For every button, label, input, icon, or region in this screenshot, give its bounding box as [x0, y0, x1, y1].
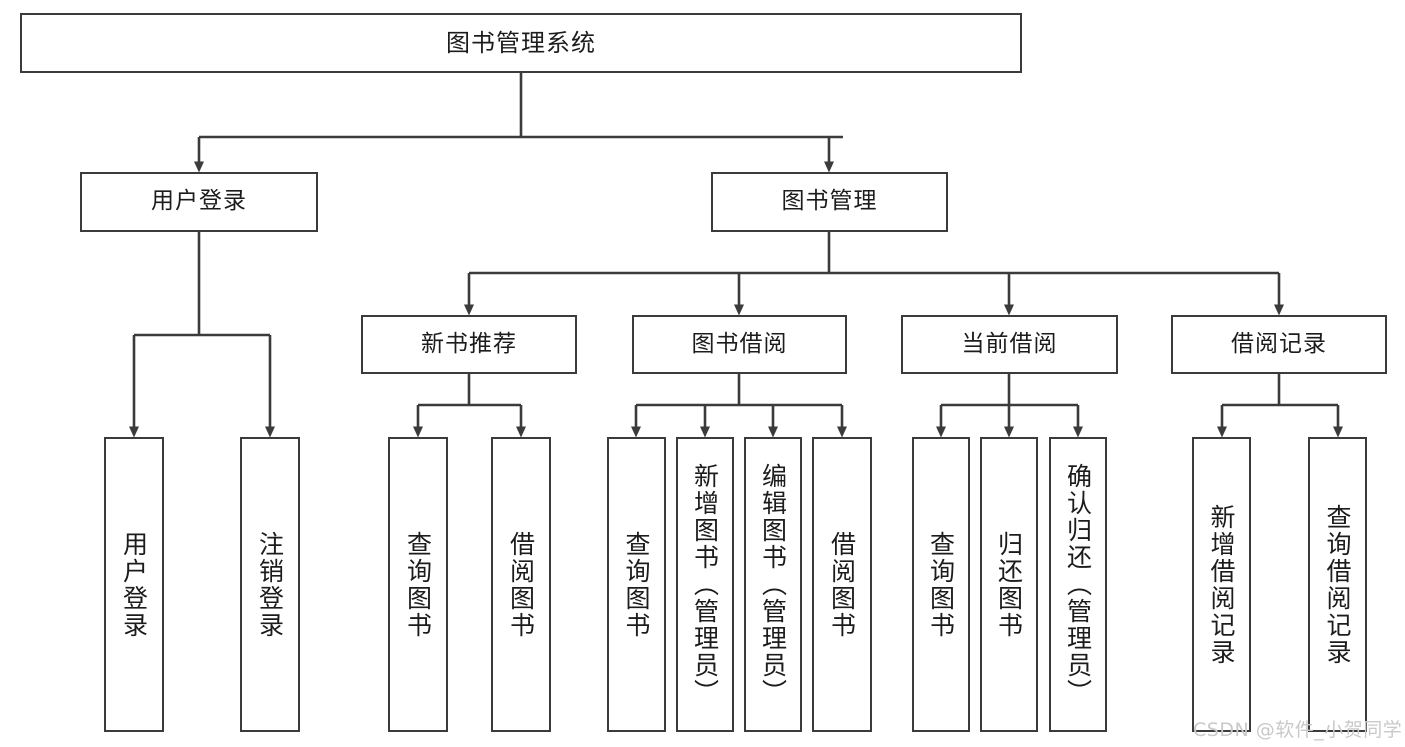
node-root-system-label: 图书管理系统 — [446, 28, 596, 57]
node-leaf-query-book-2-label: 查询图书 — [622, 530, 651, 639]
node-root-system[interactable]: 图书管理系统 — [20, 13, 1022, 73]
node-leaf-confirm-return-admin-label: 确认归还（管理员） — [1063, 463, 1093, 706]
node-book-manage[interactable]: 图书管理 — [711, 172, 948, 232]
node-leaf-query-book-3-label: 查询图书 — [926, 530, 956, 639]
node-leaf-borrow-book-2-label: 借阅图书 — [827, 530, 857, 639]
node-leaf-return-book-label: 归还图书 — [994, 530, 1024, 639]
node-new-book-recommend[interactable]: 新书推荐 — [361, 315, 577, 374]
node-leaf-query-book-2[interactable]: 查询图书 — [607, 437, 666, 732]
node-leaf-add-borrow-record-label: 新增借阅记录 — [1207, 503, 1236, 666]
node-book-manage-label: 图书管理 — [781, 188, 878, 215]
node-leaf-user-login[interactable]: 用户登录 — [104, 437, 164, 732]
node-borrow-record-label: 借阅记录 — [1231, 330, 1327, 357]
node-user-login-label: 用户登录 — [151, 188, 247, 215]
node-leaf-logout-login-label: 注销登录 — [255, 530, 285, 639]
csdn-watermark: CSDN @软件_小贺同学 — [1193, 719, 1403, 741]
node-user-login[interactable]: 用户登录 — [80, 172, 318, 232]
node-current-borrow[interactable]: 当前借阅 — [901, 315, 1118, 374]
node-leaf-query-borrow-record-label: 查询借阅记录 — [1323, 503, 1352, 666]
node-leaf-user-login-label: 用户登录 — [119, 530, 149, 639]
node-current-borrow-label: 当前借阅 — [961, 330, 1058, 357]
node-leaf-borrow-book-1[interactable]: 借阅图书 — [491, 437, 551, 732]
node-leaf-query-borrow-record[interactable]: 查询借阅记录 — [1308, 437, 1367, 732]
node-book-borrow-label: 图书借阅 — [691, 330, 788, 357]
node-leaf-borrow-book-2[interactable]: 借阅图书 — [812, 437, 872, 732]
node-leaf-borrow-book-1-label: 借阅图书 — [506, 530, 536, 639]
node-leaf-query-book-3[interactable]: 查询图书 — [912, 437, 970, 732]
node-new-book-recommend-label: 新书推荐 — [421, 330, 517, 357]
node-leaf-add-borrow-record[interactable]: 新增借阅记录 — [1192, 437, 1251, 732]
node-leaf-logout-login[interactable]: 注销登录 — [240, 437, 300, 732]
node-leaf-add-book-admin-label: 新增图书（管理员） — [690, 463, 720, 706]
node-book-borrow[interactable]: 图书借阅 — [632, 315, 847, 374]
node-leaf-confirm-return-admin[interactable]: 确认归还（管理员） — [1049, 437, 1107, 732]
node-leaf-edit-book-admin-label: 编辑图书（管理员） — [758, 463, 788, 706]
node-leaf-query-book-1[interactable]: 查询图书 — [388, 437, 448, 732]
node-leaf-query-book-1-label: 查询图书 — [403, 530, 433, 639]
node-leaf-return-book[interactable]: 归还图书 — [980, 437, 1038, 732]
node-leaf-edit-book-admin[interactable]: 编辑图书（管理员） — [744, 437, 802, 732]
node-borrow-record[interactable]: 借阅记录 — [1171, 315, 1387, 374]
node-leaf-add-book-admin[interactable]: 新增图书（管理员） — [676, 437, 734, 732]
